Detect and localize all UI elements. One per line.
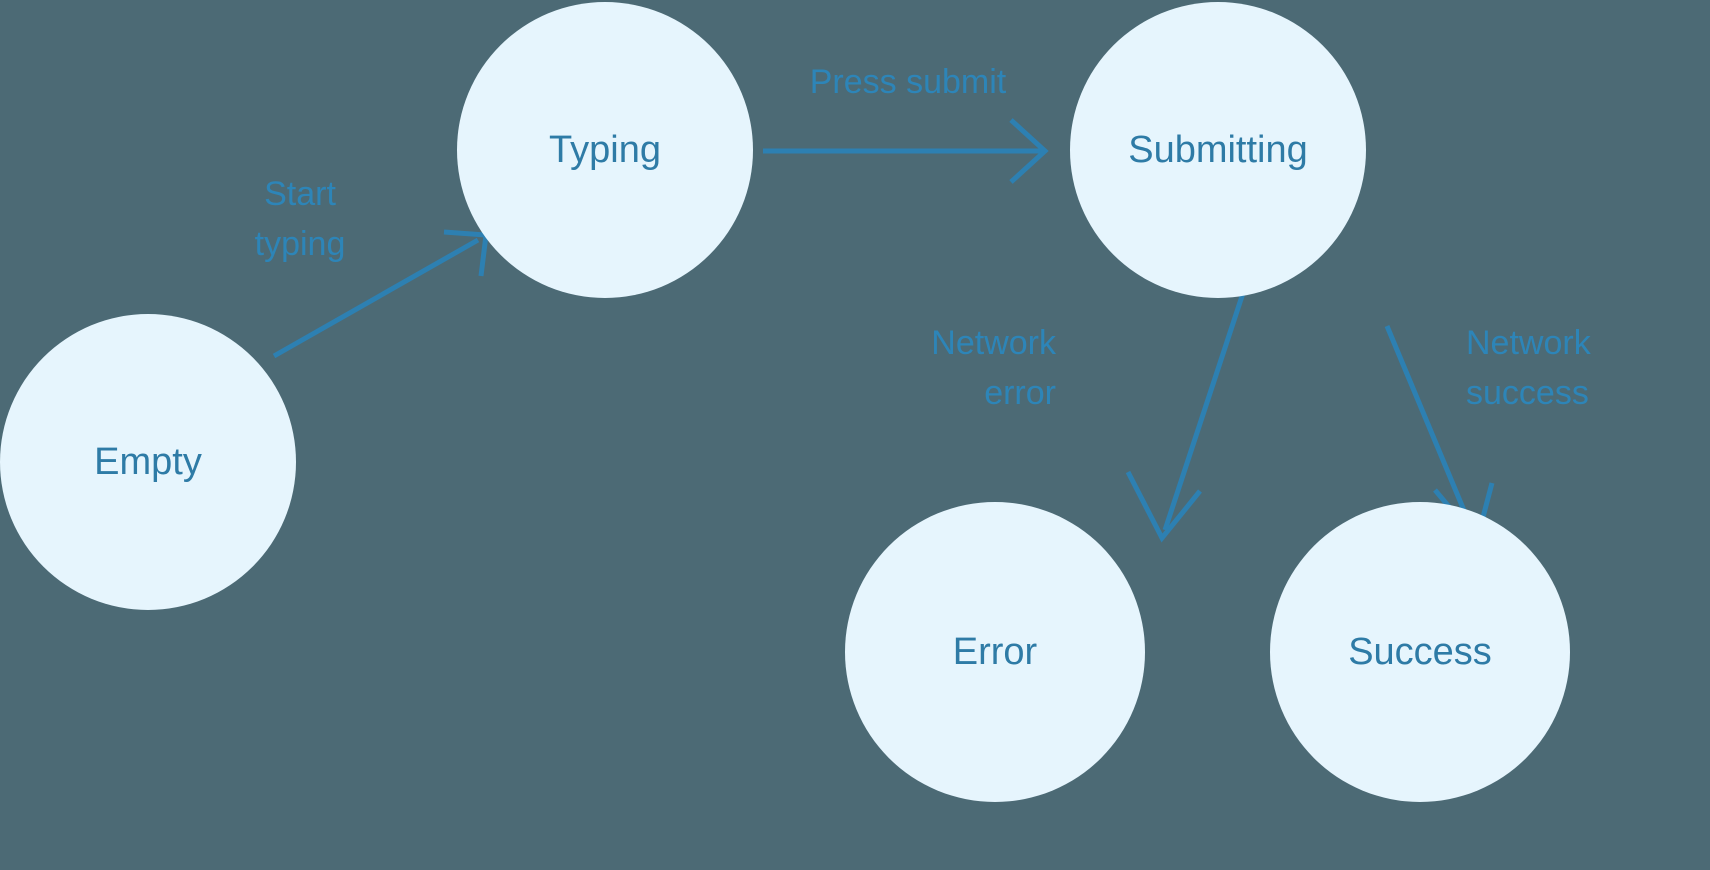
edge-label-press-submit: Press submit xyxy=(810,63,1007,101)
edge-label-network-success: Network success xyxy=(1466,324,1592,412)
edge-submitting-to-error-arrowhead xyxy=(1125,470,1202,543)
node-empty-label: Empty xyxy=(94,441,202,483)
edge-submitting-to-error xyxy=(1125,283,1249,543)
edge-typing-to-submitting xyxy=(763,118,1049,184)
node-typing[interactable]: Typing xyxy=(457,2,753,298)
edge-label-start-typing-line1: Start xyxy=(264,175,336,213)
node-error[interactable]: Error xyxy=(845,502,1145,802)
edge-label-network-success-line1: Network xyxy=(1466,324,1592,362)
edge-submitting-to-error-line xyxy=(1162,283,1249,531)
edge-empty-to-typing-line xyxy=(272,237,480,359)
edge-typing-to-submitting-arrowhead xyxy=(1009,118,1049,184)
node-success[interactable]: Success xyxy=(1270,502,1570,802)
node-submitting[interactable]: Submitting xyxy=(1070,2,1366,298)
node-empty[interactable]: Empty xyxy=(0,314,296,610)
node-submitting-circle[interactable] xyxy=(1070,2,1366,298)
node-error-label: Error xyxy=(953,631,1038,673)
edge-label-press-submit-line1: Press submit xyxy=(810,63,1007,101)
node-typing-label: Typing xyxy=(549,129,661,171)
node-error-circle[interactable] xyxy=(845,502,1145,802)
node-typing-circle[interactable] xyxy=(457,2,753,298)
edge-label-network-error: Network error xyxy=(931,324,1057,412)
edge-label-network-error-line2: error xyxy=(984,374,1056,412)
edge-label-start-typing-line2: typing xyxy=(255,225,346,263)
edge-label-start-typing: Start typing xyxy=(255,175,346,263)
edge-label-network-success-line2: success xyxy=(1466,374,1589,412)
node-empty-circle[interactable] xyxy=(0,314,296,610)
node-submitting-label: Submitting xyxy=(1128,129,1308,171)
node-success-label: Success xyxy=(1348,631,1492,673)
edge-label-network-error-line1: Network xyxy=(931,324,1057,362)
node-success-circle[interactable] xyxy=(1270,502,1570,802)
edge-submitting-to-success-line xyxy=(1384,325,1476,533)
